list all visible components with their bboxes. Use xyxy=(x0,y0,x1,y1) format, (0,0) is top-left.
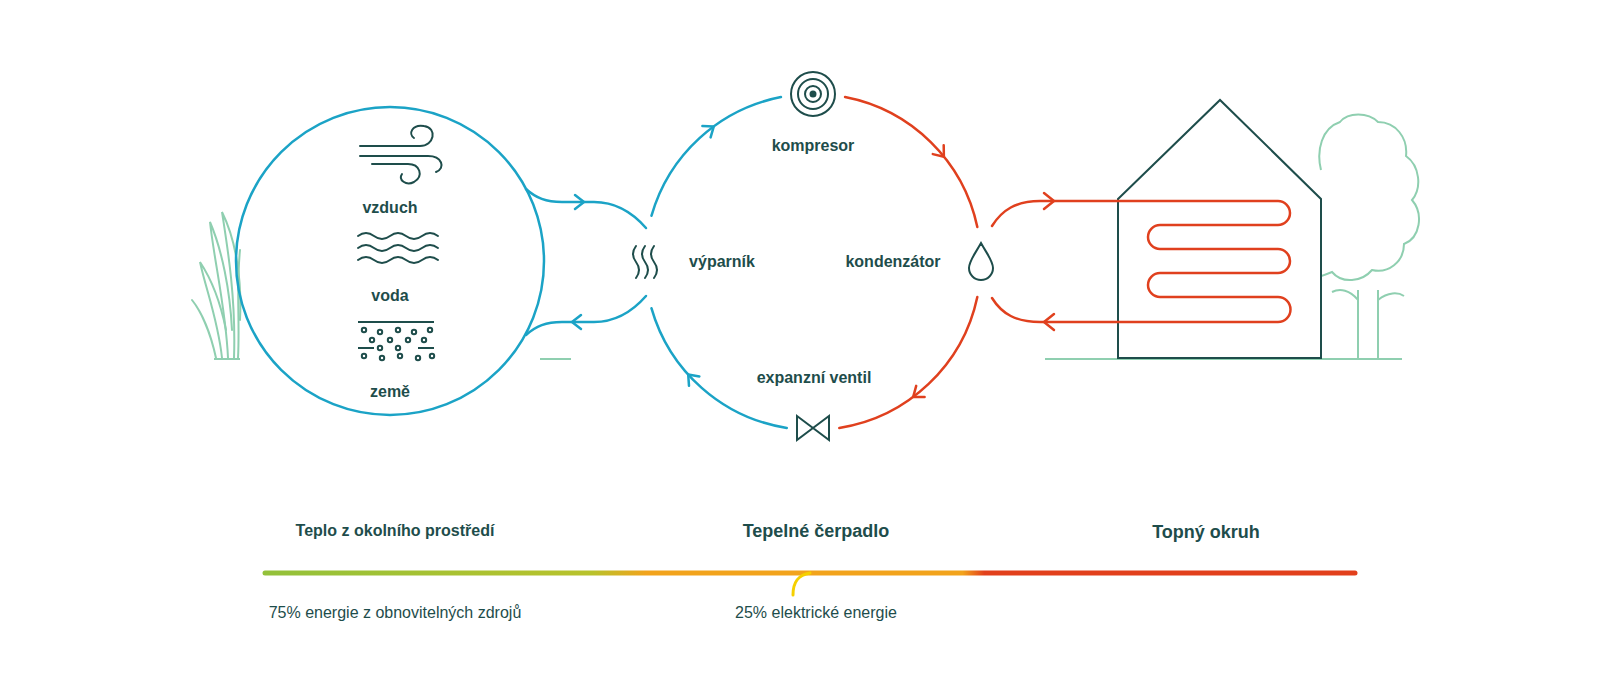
condenser-symbol xyxy=(969,243,993,280)
component-name: kondenzátor xyxy=(845,253,940,271)
flow-connector xyxy=(839,297,977,428)
energy-share-note: 75% energie z obnovitelných zdrojů xyxy=(269,604,522,622)
valve-symbol xyxy=(797,416,829,440)
component-label: expanzní ventil xyxy=(757,369,872,387)
section-heading: Tepelné čerpadlo xyxy=(743,521,890,542)
earth-icon xyxy=(358,322,434,360)
flow-connector xyxy=(526,189,646,228)
flow-connector xyxy=(526,296,646,335)
source-circle: vzduch voda země xyxy=(236,107,544,415)
section-heading: Teplo z okolního prostředí xyxy=(296,522,495,540)
evaporator-symbol xyxy=(633,246,657,278)
section-heading: Topný okruh xyxy=(1152,522,1260,543)
energy-share-note: 25% elektrické energie xyxy=(735,604,897,622)
heating-circuit xyxy=(992,193,1291,330)
flow-connector xyxy=(652,97,781,216)
flow-connector xyxy=(652,308,787,428)
wind-icon xyxy=(360,126,442,184)
energy-bar xyxy=(265,573,1355,595)
component-label: kompresor xyxy=(772,137,855,155)
compressor-symbol xyxy=(791,72,835,116)
component-name: kompresor xyxy=(772,137,855,155)
source-label: země xyxy=(370,383,410,401)
source-label: voda xyxy=(371,287,408,305)
component-name: výparník xyxy=(689,253,755,271)
circle-outline xyxy=(236,107,544,415)
source-label: vzduch xyxy=(362,199,417,217)
component-name: expanzní ventil xyxy=(757,369,872,387)
grass xyxy=(192,212,240,358)
water-icon xyxy=(358,233,438,263)
component-label: kondenzátor xyxy=(845,253,940,271)
house xyxy=(1118,100,1321,358)
flow-connector xyxy=(845,97,977,227)
tree xyxy=(1319,115,1419,359)
component-label: výparník xyxy=(689,253,755,271)
